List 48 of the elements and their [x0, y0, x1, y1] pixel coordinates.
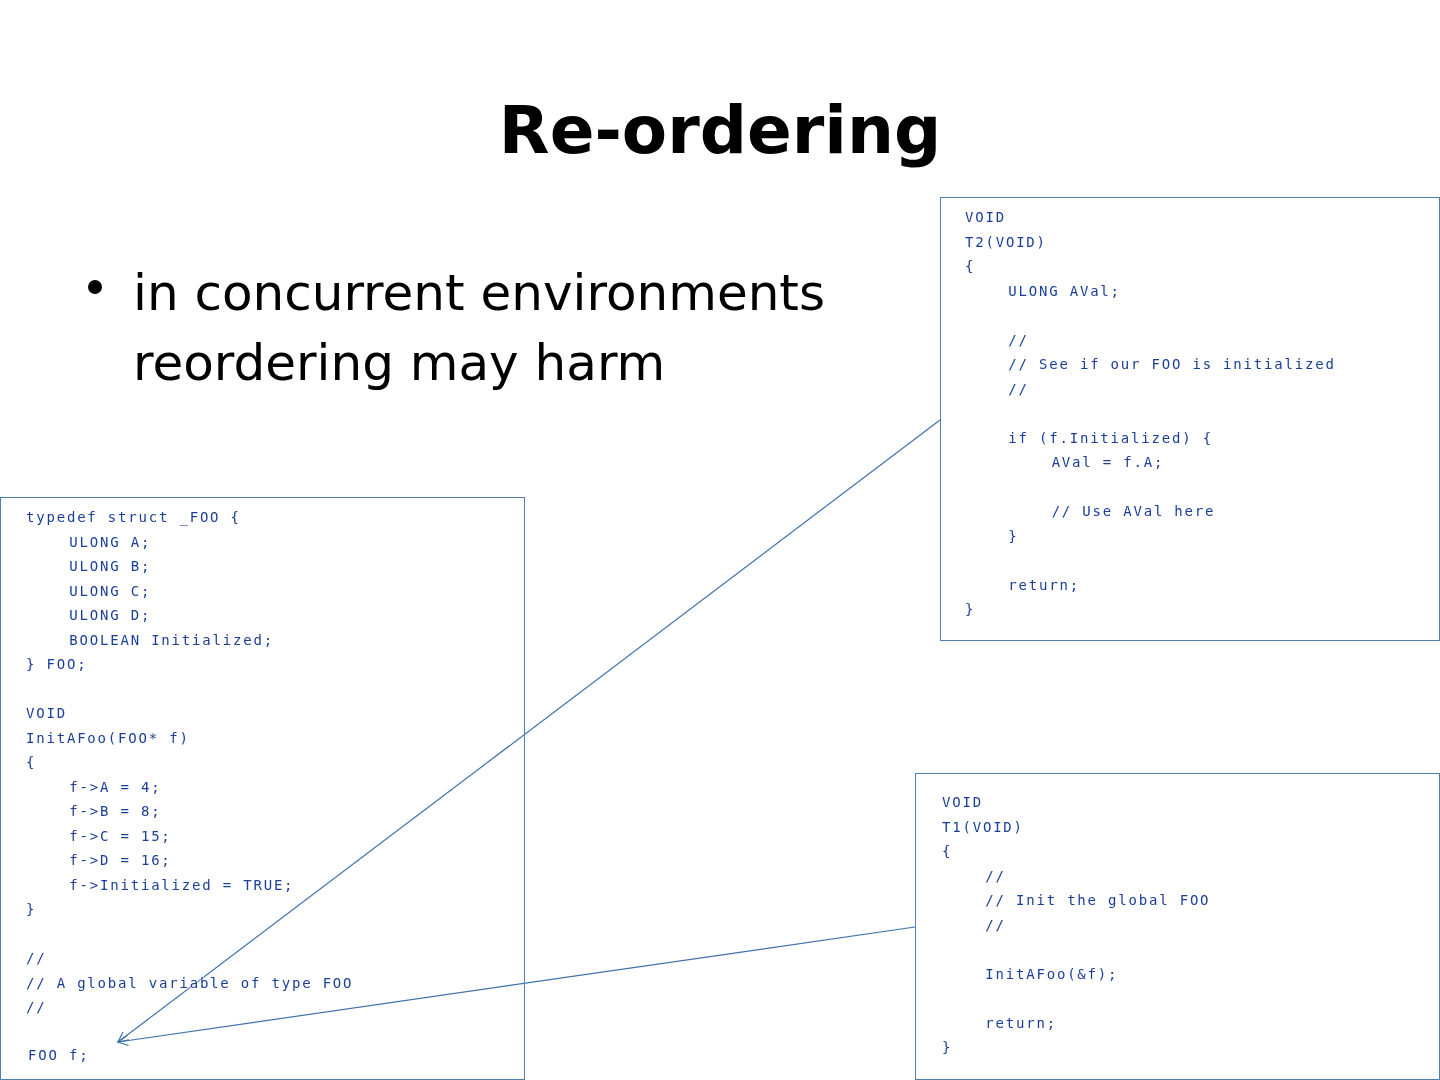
- code-line: BOOLEAN Initialized;: [69, 630, 274, 650]
- code-line: }: [26, 900, 37, 919]
- code-line: //: [985, 866, 1006, 886]
- code-line: {: [965, 257, 976, 276]
- bullet-text: in concurrent environments reordering may harm: [133, 263, 826, 394]
- code-line: //: [985, 915, 1006, 935]
- code-line: {: [942, 842, 953, 861]
- code-line: f->A = 4;: [69, 777, 162, 797]
- code-line: T2(VOID): [965, 232, 1047, 252]
- code-line: f->D = 16;: [69, 851, 172, 870]
- code-line: typedef struct _FOO {: [26, 508, 241, 527]
- code-line: f->Initialized = TRUE;: [69, 875, 295, 895]
- code-line: if (f.Initialized) {: [1008, 428, 1213, 448]
- code-line: // Init the global FOO: [985, 891, 1211, 910]
- code-line: VOID: [965, 208, 1006, 227]
- code-line: T1(VOID): [942, 817, 1024, 837]
- code-line: {: [26, 753, 37, 772]
- code-line: } FOO;: [26, 655, 88, 674]
- arrow: [117, 926, 916, 1047]
- code-line: //: [26, 949, 47, 968]
- code-panel: [915, 773, 1440, 1080]
- code-line: VOID: [942, 793, 983, 812]
- code-line: AVal = f.A;: [1051, 453, 1165, 472]
- code-line: // Use AVal here: [1051, 502, 1216, 521]
- arrow: [117, 419, 941, 1043]
- code-line: // See if our FOO is initialized: [1008, 355, 1336, 374]
- code-line: ULONG C;: [69, 581, 152, 601]
- code-line: }: [965, 600, 976, 619]
- code-line: //: [26, 998, 47, 1017]
- code-panel: [0, 497, 525, 1080]
- code-line: return;: [1008, 575, 1080, 595]
- code-line: f->C = 15;: [69, 826, 172, 846]
- code-line: InitAFoo(FOO* f): [26, 728, 190, 748]
- code-line: //: [1008, 379, 1029, 399]
- code-line: f->B = 8;: [69, 802, 162, 821]
- slide-title: Re-ordering: [497, 92, 943, 169]
- code-line: }: [942, 1038, 953, 1057]
- code-line: }: [1008, 526, 1019, 546]
- code-line: ULONG B;: [69, 557, 152, 576]
- code-line: return;: [985, 1013, 1057, 1033]
- code-line: ULONG D;: [69, 606, 152, 625]
- code-line: FOO f;: [28, 1046, 90, 1065]
- code-line: //: [1008, 330, 1029, 350]
- code-line: ULONG A;: [69, 532, 152, 552]
- code-panel: [940, 197, 1440, 641]
- code-line: VOID: [26, 704, 67, 723]
- code-line: InitAFoo(&f);: [985, 964, 1119, 984]
- code-line: ULONG AVal;: [1008, 281, 1121, 301]
